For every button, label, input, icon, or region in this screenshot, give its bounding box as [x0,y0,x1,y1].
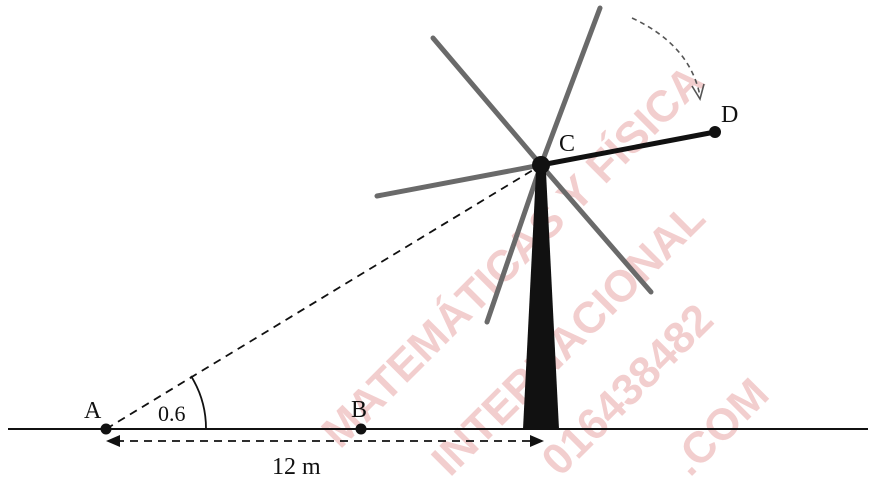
windmill-tower [523,172,559,429]
watermark-line-4: .COM [662,369,778,481]
blade-1 [538,5,603,168]
angle-label: 0.6 [158,401,186,426]
point-b [355,423,367,435]
blade-5 [538,162,654,295]
label-c: C [559,131,575,157]
blade-4 [484,162,544,325]
blade-cd [538,129,718,168]
label-b: B [351,397,367,423]
angle-arc [190,375,207,430]
rotation-arrowhead-icon [691,83,705,102]
blade-2 [430,35,544,168]
distance-label: 12 m [272,454,321,480]
windmill-blades [374,5,654,325]
point-c [532,156,550,174]
blade-3 [374,162,544,199]
distance-arrowhead-left-icon [106,435,120,447]
label-d: D [721,102,738,128]
distance-arrowhead-right-icon [530,435,544,447]
rotation-arrow [631,17,701,97]
point-d [709,126,721,138]
label-a: A [84,398,102,424]
